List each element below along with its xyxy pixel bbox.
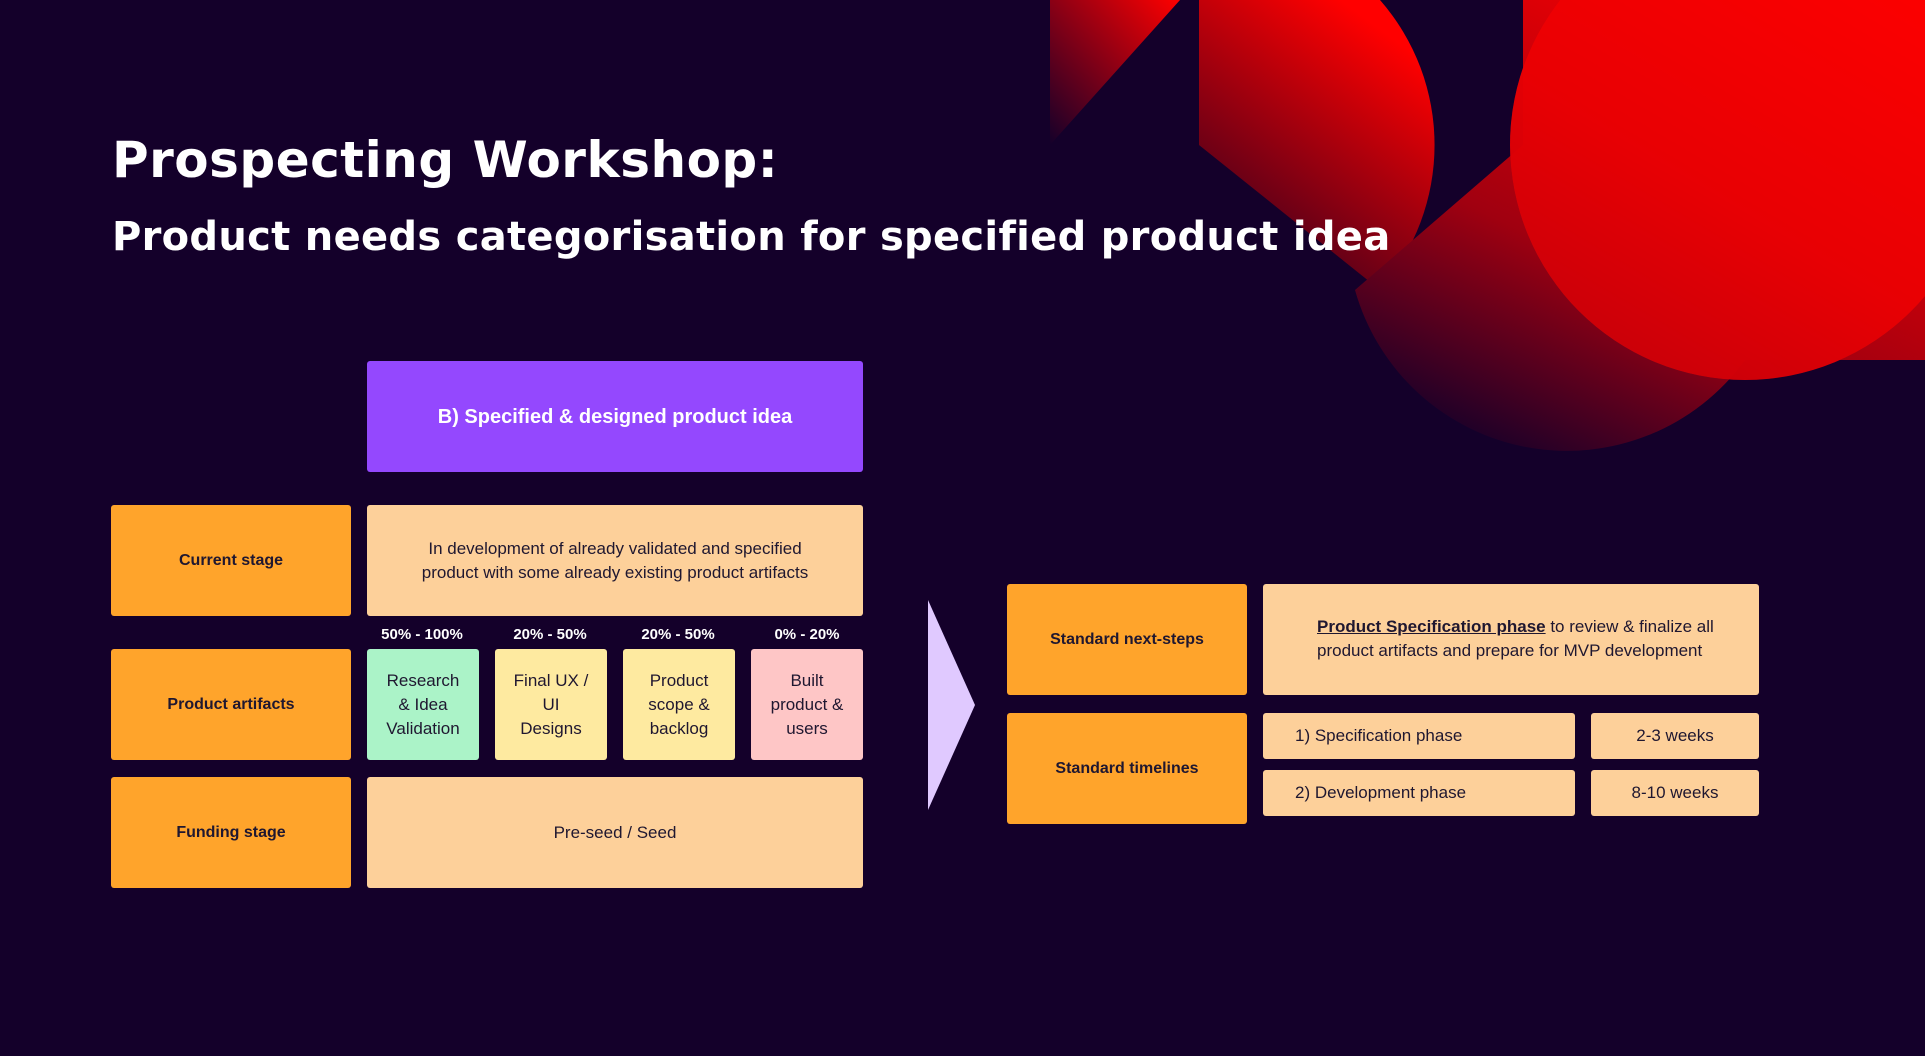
arrow-chevron-icon bbox=[928, 600, 975, 810]
funding-stage-value: Pre-seed / Seed bbox=[367, 777, 863, 888]
page-title: Prospecting Workshop: bbox=[112, 131, 779, 189]
artifact-percent: 20% - 50% bbox=[513, 626, 587, 643]
artifact-percent: 0% - 20% bbox=[774, 626, 840, 643]
product-artifacts-label: Product artifacts bbox=[111, 649, 351, 760]
timeline-phase: 1) Specification phase bbox=[1263, 713, 1575, 759]
timeline-duration: 2-3 weeks bbox=[1591, 713, 1759, 759]
timelines-label: Standard timelines bbox=[1007, 713, 1247, 824]
artifact-percent: 20% - 50% bbox=[641, 626, 715, 643]
artifact-scope-card: Product scope & backlog bbox=[623, 649, 735, 760]
next-steps-value: Product Specification phase to review & … bbox=[1263, 584, 1759, 695]
category-header: B) Specified & designed product idea bbox=[367, 361, 863, 472]
red-half-circle-shape bbox=[1199, 0, 1435, 290]
timeline-phase: 2) Development phase bbox=[1263, 770, 1575, 816]
bright-red-circle-shape bbox=[1510, 0, 1925, 380]
current-stage-value: In development of already validated and … bbox=[367, 505, 863, 616]
artifact-designs-card: Final UX / UI Designs bbox=[495, 649, 607, 760]
funding-stage-label: Funding stage bbox=[111, 777, 351, 888]
red-triangle-shape bbox=[1050, 0, 1180, 145]
next-steps-label: Standard next-steps bbox=[1007, 584, 1247, 695]
specification-phase-link: Product Specification phase bbox=[1317, 617, 1546, 636]
artifact-built-card: Built product & users bbox=[751, 649, 863, 760]
timeline-duration: 8-10 weeks bbox=[1591, 770, 1759, 816]
page-subtitle: Product needs categorisation for specifi… bbox=[112, 214, 1391, 260]
artifact-research-card: Research & Idea Validation bbox=[367, 649, 479, 760]
artifact-percent: 50% - 100% bbox=[381, 626, 463, 643]
next-steps-text: to review & finalize all product artifac… bbox=[1317, 617, 1714, 660]
current-stage-label: Current stage bbox=[111, 505, 351, 616]
